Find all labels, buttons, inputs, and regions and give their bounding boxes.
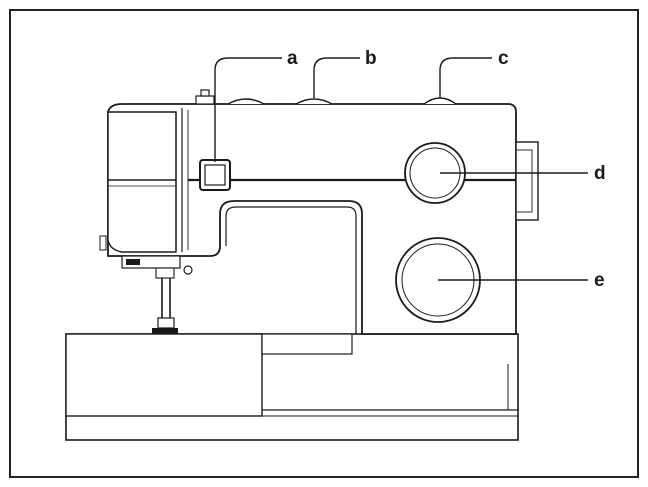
pattern-selector-button [199,159,231,191]
presser-foot-assembly [121,255,193,334]
machine-base [65,333,519,441]
handwheel [515,141,539,221]
callout-label-a: a [287,48,298,69]
free-arm-cover [65,333,263,417]
needle-plate [261,333,353,355]
callout-label-c: c [498,48,509,69]
callout-label-b: b [365,48,377,69]
top-knobs [195,89,457,105]
head-face-plate [99,108,189,253]
callout-leader-lines [214,57,588,281]
callout-label-e: e [594,270,605,291]
callout-label-d: d [594,163,606,184]
arm-inner-edge [225,206,357,334]
